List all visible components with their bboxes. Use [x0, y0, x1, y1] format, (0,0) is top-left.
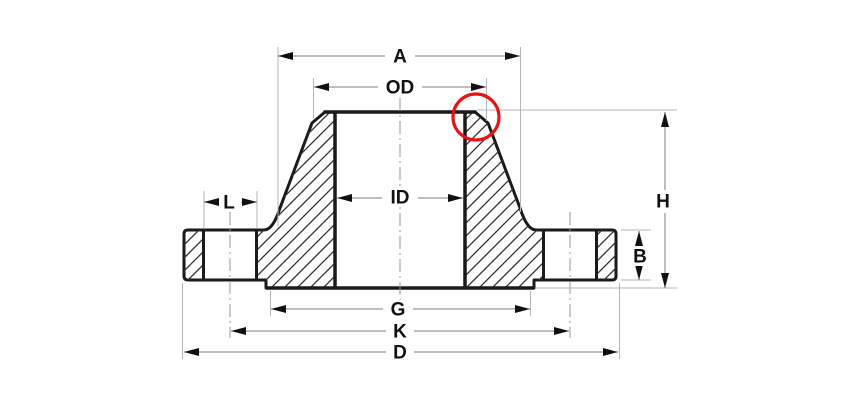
arrowhead-k-right: [554, 327, 569, 335]
hatch-right-hub: [464, 112, 543, 288]
arrowhead-g-left: [271, 305, 286, 313]
label-bg-b: [630, 247, 649, 266]
dimension-g: G: [271, 300, 530, 321]
dim-label-od: OD: [386, 78, 415, 99]
dim-label-a: A: [393, 47, 407, 68]
label-bg-k: [389, 322, 411, 340]
arrowhead-a-right: [505, 52, 520, 60]
label-bg-g: [386, 300, 410, 318]
arrowhead-id-left: [337, 194, 352, 202]
dimension-d: D: [184, 343, 618, 364]
arrowhead-d-left: [184, 348, 199, 356]
hatch-left-hub: [257, 112, 336, 288]
section-hatching: [184, 112, 616, 288]
label-bg-h: [653, 192, 673, 211]
arrowhead-k-left: [231, 327, 246, 335]
label-bg-a: [388, 47, 412, 65]
arrowhead-l-left: [204, 198, 219, 206]
arrowhead-b-bottom: [635, 265, 643, 280]
dimension-k: K: [231, 322, 569, 343]
label-bg-l: [221, 193, 238, 211]
dimension-id: ID: [337, 188, 463, 209]
arrowhead-h-top: [661, 112, 669, 127]
arrowhead-h-bottom: [661, 273, 669, 288]
dimension-l: L: [204, 193, 257, 214]
label-bg-od: [382, 78, 418, 96]
label-bg-id: [384, 188, 416, 207]
label-bg-d: [389, 343, 411, 361]
arrowhead-g-right: [515, 305, 530, 313]
arrowhead-d-right: [603, 348, 618, 356]
dim-label-h: H: [656, 192, 670, 213]
hatch-right-flange-end: [597, 230, 616, 280]
arrowhead-a-left: [278, 52, 293, 60]
dim-label-g: G: [391, 300, 406, 321]
dim-label-k: K: [393, 322, 407, 343]
arrowhead-id-right: [448, 194, 463, 202]
extension-lines: [182, 47, 677, 359]
hatch-left-flange-end: [184, 230, 203, 280]
dimension-od: OD: [314, 78, 486, 99]
arrowhead-od-left: [314, 83, 329, 91]
dimension-b: B: [630, 231, 649, 280]
arrowhead-od-right: [471, 83, 486, 91]
dim-label-id: ID: [391, 188, 410, 209]
dim-label-b: B: [633, 247, 647, 268]
dim-label-d: D: [393, 343, 407, 364]
arrowhead-b-top: [635, 231, 643, 246]
dimension-a: A: [278, 47, 520, 68]
dim-label-l: L: [223, 193, 235, 214]
bolt-hole-walls: [202, 230, 598, 280]
weld-bevel-highlight-circle: [451, 92, 501, 142]
dimension-h: H: [653, 112, 673, 288]
arrowhead-l-right: [242, 198, 257, 206]
